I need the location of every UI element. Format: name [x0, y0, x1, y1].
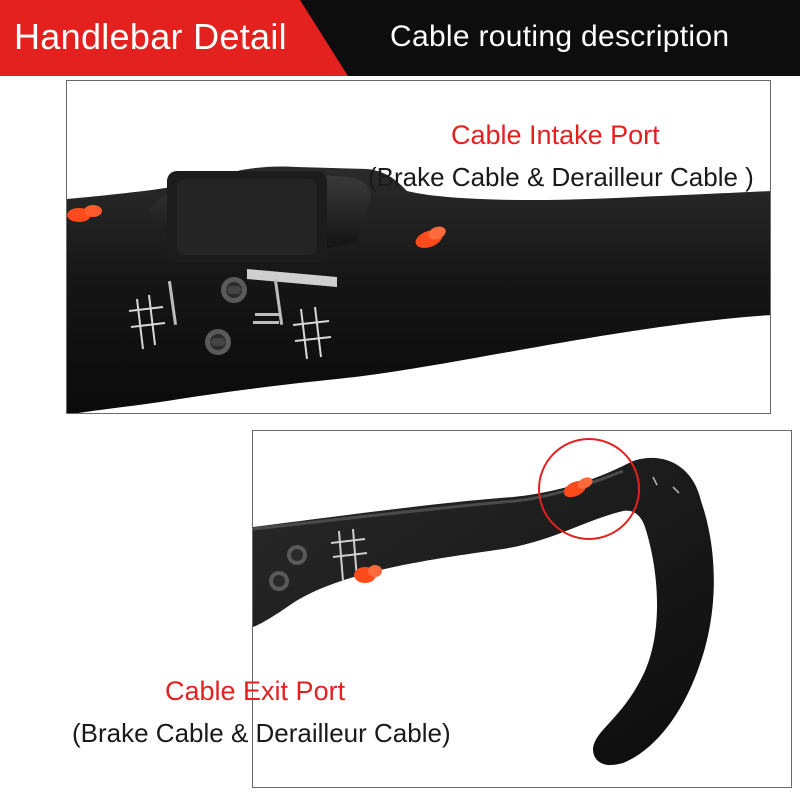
header-background [0, 0, 800, 76]
exit-port-lower-icon [354, 565, 382, 583]
exit-port-highlight-circle [538, 438, 640, 540]
intake-port-title: Cable Intake Port [451, 120, 660, 150]
bolt-lower-icon [205, 329, 231, 355]
alignment-grid-left [128, 294, 166, 350]
handlebar-top-photo [67, 166, 770, 413]
bolt-drop-upper-icon [287, 545, 307, 565]
intake-port-subtitle: (Brake Cable & Derailleur Cable ) [368, 162, 754, 192]
intake-port-right-icon [415, 226, 446, 248]
bolt-drop-lower-icon [269, 571, 289, 591]
exit-port-subtitle: (Brake Cable & Derailleur Cable) [72, 718, 451, 748]
header-banner: Handlebar Detail Cable routing descripti… [0, 0, 800, 76]
bolt-upper-icon [221, 277, 247, 303]
drop-tick-marks [652, 476, 680, 494]
intake-port-left-icon [67, 205, 102, 222]
exit-port-title: Cable Exit Port [165, 676, 346, 706]
printed-spec-text [167, 278, 284, 325]
alignment-grid-right [292, 306, 332, 360]
exit-photo-panel [252, 430, 792, 788]
exit-port-upper-icon [563, 477, 593, 498]
header-title-left: Handlebar Detail [14, 16, 287, 57]
header-title-right: Cable routing description [390, 20, 730, 53]
handlebar-drop-photo [253, 438, 714, 766]
intake-photo-panel [66, 80, 771, 414]
